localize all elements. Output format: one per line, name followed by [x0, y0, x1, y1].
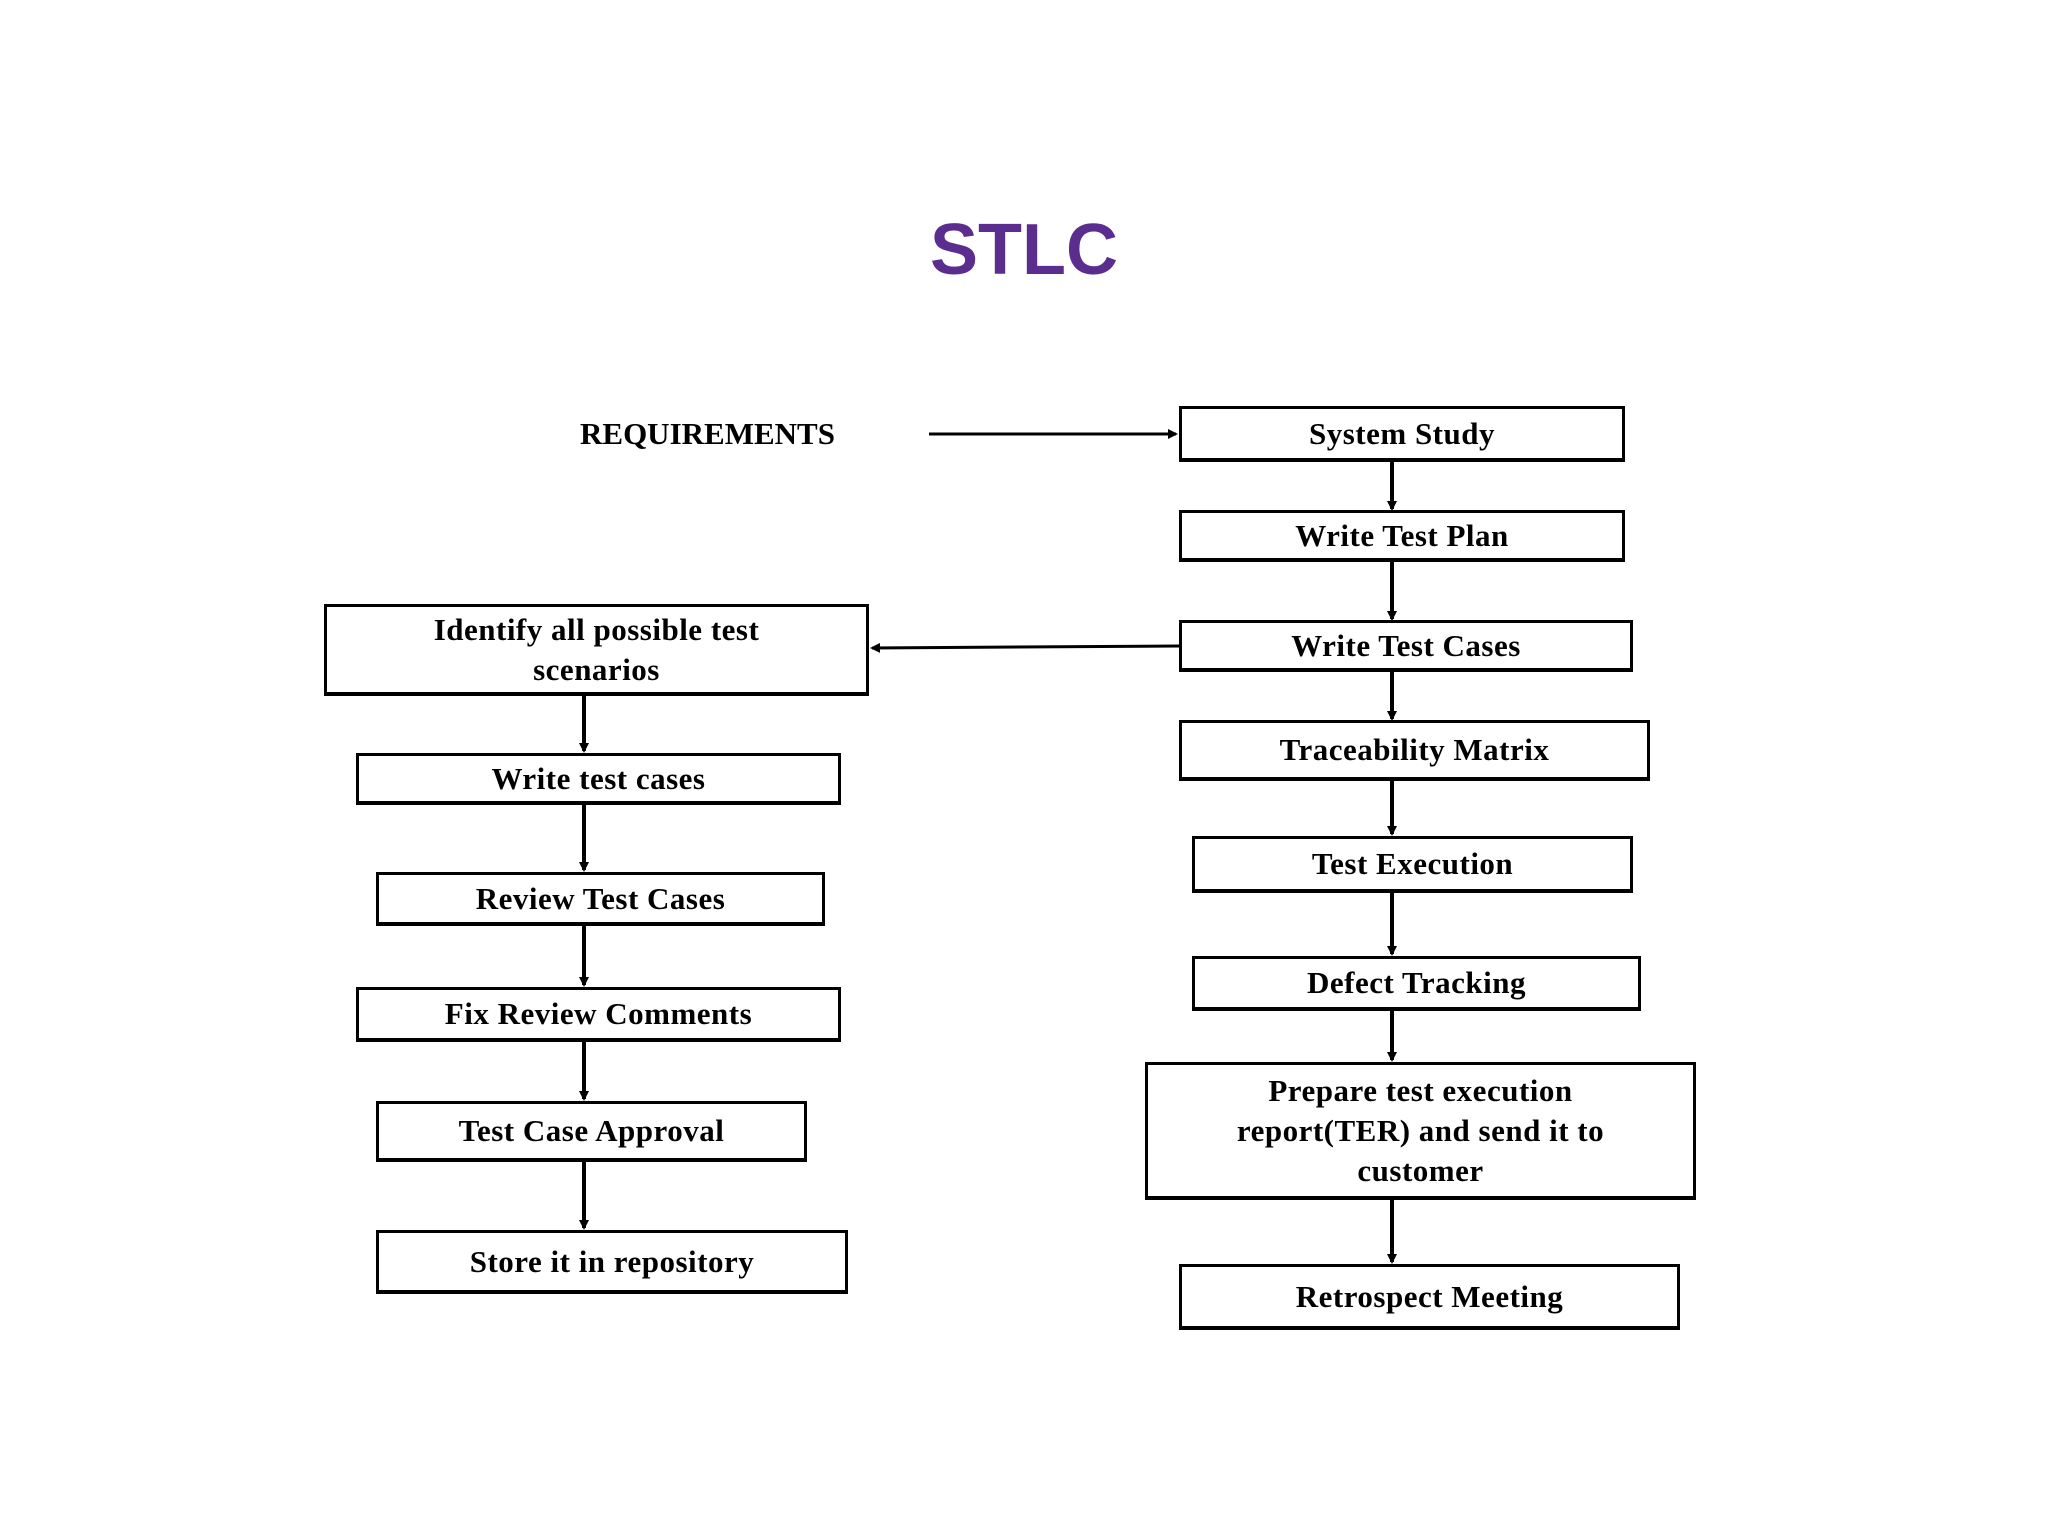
arrow-write-test-cases-to-identify-scenarios — [870, 642, 1180, 653]
step-test-execution: Test Execution — [1192, 836, 1633, 893]
step-write-test-cases: Write Test Cases — [1179, 620, 1633, 672]
step-system-study: System Study — [1179, 406, 1625, 462]
requirements-label: REQUIREMENTS — [580, 416, 835, 451]
step-prepare-execution-report: Prepare test execution report(TER) and s… — [1145, 1062, 1696, 1200]
step-retrospect-meeting: Retrospect Meeting — [1179, 1264, 1680, 1330]
step-store-in-repository: Store it in repository — [376, 1230, 848, 1294]
step-test-case-approval: Test Case Approval — [376, 1101, 807, 1162]
step-defect-tracking: Defect Tracking — [1192, 956, 1641, 1011]
step-write-test-cases-detail: Write test cases — [356, 753, 841, 805]
step-review-test-cases: Review Test Cases — [376, 872, 825, 926]
step-fix-review-comments: Fix Review Comments — [356, 987, 841, 1042]
step-write-test-plan: Write Test Plan — [1179, 510, 1625, 562]
slide-title: STLC — [930, 210, 1118, 290]
step-identify-test-scenarios: Identify all possible test scenarios — [324, 604, 869, 696]
step-traceability-matrix: Traceability Matrix — [1179, 720, 1650, 781]
